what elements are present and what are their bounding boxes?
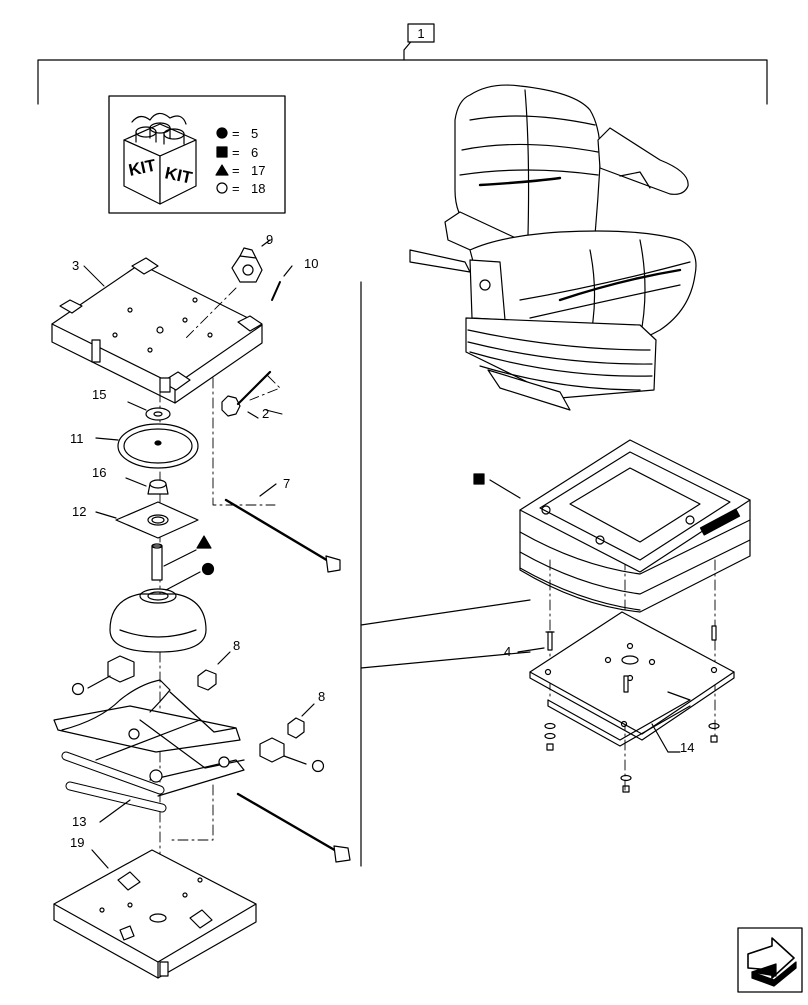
part-17-shaft — [151, 535, 212, 581]
kit-box-icon: KIT KIT — [123, 112, 197, 205]
filled-square-icon — [216, 146, 228, 158]
open-circle-icon — [71, 682, 85, 696]
svg-text:=: = — [232, 145, 240, 160]
svg-text:1: 1 — [417, 26, 424, 41]
open-circle-icon — [311, 759, 325, 773]
part-8-block-a — [197, 651, 231, 691]
callout-14: 14 — [680, 740, 694, 755]
legend-entry-6: = 6 — [216, 145, 258, 160]
svg-text:18: 18 — [251, 181, 265, 196]
callout-19: 19 — [70, 835, 84, 850]
svg-text:=: = — [232, 126, 240, 141]
filled-circle-icon — [201, 562, 215, 576]
kit-legend: KIT KIT = 5 = 6 = 17 = 18 — [108, 95, 286, 214]
part-5-bellows — [109, 562, 215, 653]
callout-11: 11 — [70, 431, 84, 446]
callout-7: 7 — [283, 476, 290, 491]
part-3-upper-plate — [51, 257, 263, 404]
legend-entry-18: = 18 — [216, 181, 265, 196]
svg-text:=: = — [232, 181, 240, 196]
legend-entry-5: = 5 — [216, 126, 258, 141]
callout-13: 13 — [72, 814, 86, 829]
callout-2: 2 — [262, 406, 269, 421]
open-circle-icon — [216, 182, 228, 194]
part-6-suspension-bellow — [473, 439, 751, 613]
filled-circle-icon — [216, 127, 228, 139]
legend-entry-17: = 17 — [215, 163, 265, 178]
rod-lower — [236, 792, 351, 863]
part-19-base-plate — [53, 849, 257, 979]
part-7-rod — [224, 483, 341, 573]
part-18-bushing-b — [259, 737, 325, 773]
svg-text:5: 5 — [251, 126, 258, 141]
callout-3: 3 — [72, 258, 79, 273]
svg-text:17: 17 — [251, 163, 265, 178]
assembly-ref-box: 1 — [407, 23, 435, 43]
filled-square-icon — [473, 473, 485, 485]
callout-labels: 2 3 4 7 8 8 9 10 11 12 13 14 15 16 19 — [70, 232, 694, 850]
callout-12: 12 — [72, 504, 86, 519]
svg-text:6: 6 — [251, 145, 258, 160]
next-page-arrow-icon[interactable] — [737, 927, 803, 993]
part-9-adjuster — [231, 239, 271, 283]
part-8-block-b — [287, 703, 315, 739]
svg-text:=: = — [232, 163, 240, 178]
filled-triangle-icon — [196, 535, 212, 549]
nuts-washers — [544, 722, 720, 793]
callout-10: 10 — [304, 256, 318, 271]
filled-triangle-icon — [215, 164, 229, 176]
part-18-bushing-a — [71, 655, 135, 696]
view-divider — [360, 281, 531, 867]
part-4-bolts — [517, 625, 717, 693]
part-10-pin — [271, 265, 293, 301]
part-15-washer — [127, 401, 171, 421]
callout-8-lower: 8 — [318, 689, 325, 704]
callout-8-upper: 8 — [233, 638, 240, 653]
callout-15: 15 — [92, 387, 106, 402]
part-16-nut — [125, 477, 169, 495]
seat-assembly-drawing — [409, 84, 697, 411]
part-11-disc — [95, 423, 199, 469]
callout-16: 16 — [92, 465, 106, 480]
callout-4: 4 — [504, 644, 511, 659]
part-2-knob — [221, 370, 272, 419]
part-14-mounting-plate — [529, 611, 735, 753]
assembly-bracket — [37, 37, 768, 105]
part-12-bushing-plate — [95, 501, 199, 539]
callout-9: 9 — [266, 232, 273, 247]
part-13-scissor-frame — [53, 679, 245, 823]
